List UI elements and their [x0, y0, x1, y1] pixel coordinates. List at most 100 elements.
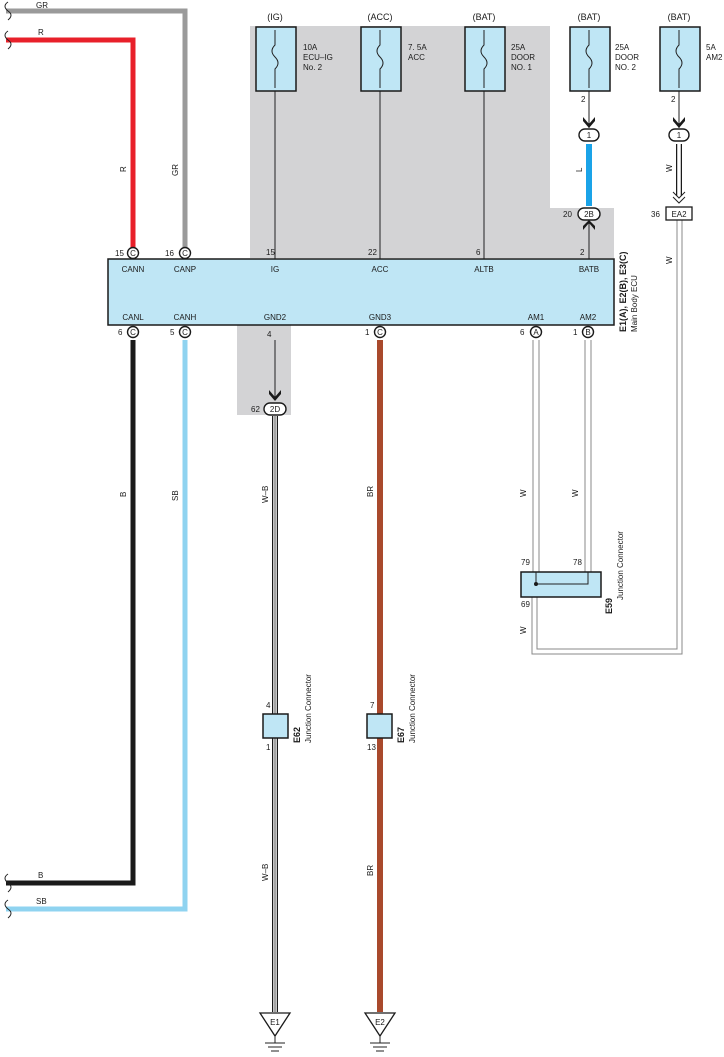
svg-text:6: 6 [520, 328, 525, 337]
svg-text:4: 4 [267, 330, 272, 339]
svg-text:DOOR: DOOR [511, 53, 535, 62]
svg-text:20: 20 [563, 210, 572, 219]
svg-text:DOOR: DOOR [615, 53, 639, 62]
svg-text:E2: E2 [375, 1018, 385, 1027]
svg-text:(ACC): (ACC) [368, 12, 393, 22]
ecu-terminal-batb: 2 BATB [579, 248, 599, 274]
svg-text:IG: IG [271, 265, 279, 274]
ecu-terminal-gnd2: GND2 4 [264, 313, 287, 339]
ecu-terminal-am2: AM2 1 B [573, 313, 597, 339]
ecu-terminal-cann: 15 C CANN [115, 246, 145, 274]
svg-text:GR: GR [36, 1, 48, 10]
svg-text:E1(A), E2(B), E3(C): E1(A), E2(B), E3(C) [618, 251, 628, 332]
svg-text:GR: GR [171, 164, 180, 176]
ecu-terminal-altb: 6 ALTB [474, 248, 493, 274]
svg-text:SB: SB [36, 897, 47, 906]
connector-2d: 62 2D [251, 390, 287, 416]
svg-text:W: W [571, 489, 580, 497]
svg-text:W: W [519, 626, 528, 634]
svg-text:W: W [665, 256, 674, 264]
svg-text:BATB: BATB [579, 265, 599, 274]
svg-text:5A: 5A [706, 43, 716, 52]
connector-door2-1: 1 [578, 117, 600, 142]
fuse-ecu-ig2: (IG) 10A ECU–IG No. 2 [255, 12, 333, 92]
svg-text:Main Body ECU: Main Body ECU [630, 275, 639, 332]
svg-text:2: 2 [581, 95, 586, 104]
junction-connector-e67: 7 13 E67 Junction Connector [366, 674, 417, 752]
svg-text:CANP: CANP [174, 265, 196, 274]
svg-text:CANL: CANL [122, 313, 144, 322]
svg-text:EA2: EA2 [671, 210, 687, 219]
svg-text:Junction Connector: Junction Connector [304, 674, 313, 743]
svg-text:(BAT): (BAT) [668, 12, 691, 22]
ground-e2: E2 [363, 1012, 397, 1052]
svg-text:C: C [377, 328, 383, 337]
wire-r [6, 37, 136, 248]
junction-connector-e59: 79 78 69 E59 Junction Connector [520, 531, 625, 614]
wire-labels: GR R R GR B SB B SB L W W W–B BR W W W W… [36, 1, 674, 906]
ecu-terminal-am1: AM1 6 A [520, 313, 545, 339]
svg-text:6: 6 [476, 248, 481, 257]
fuse-door1: (BAT) 25A DOOR NO. 1 [464, 12, 535, 92]
svg-text:1: 1 [266, 743, 271, 752]
svg-text:ACC: ACC [372, 265, 389, 274]
svg-text:GND3: GND3 [369, 313, 392, 322]
main-body-ecu: E1(A), E2(B), E3(C) Main Body ECU 15 C C… [107, 246, 639, 339]
junction-connector-e62: 4 1 E62 Junction Connector [262, 674, 313, 752]
svg-text:2: 2 [671, 95, 676, 104]
svg-text:2D: 2D [270, 405, 280, 414]
svg-text:1: 1 [587, 131, 592, 140]
wire-sb [6, 340, 188, 912]
svg-text:R: R [38, 28, 44, 37]
ecu-terminal-canl: CANL 6 C [118, 313, 144, 339]
svg-text:BR: BR [366, 865, 375, 876]
svg-text:ALTB: ALTB [474, 265, 493, 274]
svg-text:E1: E1 [270, 1018, 280, 1027]
svg-text:79: 79 [521, 558, 530, 567]
svg-text:E59: E59 [604, 598, 614, 614]
svg-text:1: 1 [677, 131, 682, 140]
svg-text:B: B [585, 328, 590, 337]
svg-text:No. 2: No. 2 [303, 63, 323, 72]
connector-2b: 20 2B [563, 207, 601, 230]
svg-text:SB: SB [171, 490, 180, 501]
svg-text:25A: 25A [615, 43, 630, 52]
svg-text:(BAT): (BAT) [578, 12, 601, 22]
ecu-terminal-acc: 22 ACC [368, 248, 389, 274]
svg-text:A: A [533, 328, 539, 337]
wire-break-marks [4, 1, 12, 919]
ecu-terminal-gnd3: GND3 1 C [365, 313, 392, 339]
svg-text:W–B: W–B [261, 864, 270, 881]
svg-text:25A: 25A [511, 43, 526, 52]
svg-text:4: 4 [266, 701, 271, 710]
svg-text:C: C [130, 328, 136, 337]
svg-text:(BAT): (BAT) [473, 12, 496, 22]
wire-w-loop [531, 220, 683, 655]
svg-text:B: B [119, 492, 128, 497]
svg-text:(IG): (IG) [267, 12, 283, 22]
svg-text:CANH: CANH [174, 313, 197, 322]
ground-e1: E1 [258, 1012, 292, 1052]
svg-text:15: 15 [266, 248, 275, 257]
svg-text:C: C [182, 249, 188, 258]
shaded-region-gnd [237, 325, 291, 415]
svg-text:NO. 1: NO. 1 [511, 63, 532, 72]
svg-text:E67: E67 [396, 727, 406, 743]
svg-text:CANN: CANN [122, 265, 145, 274]
svg-text:R: R [119, 166, 128, 172]
svg-text:AM2: AM2 [706, 53, 723, 62]
svg-text:E62: E62 [292, 727, 302, 743]
svg-text:36: 36 [651, 210, 660, 219]
svg-text:C: C [182, 328, 188, 337]
svg-text:C: C [130, 249, 136, 258]
svg-text:78: 78 [573, 558, 582, 567]
svg-text:NO. 2: NO. 2 [615, 63, 636, 72]
svg-text:Junction Connector: Junction Connector [616, 531, 625, 600]
connector-am2-1: 1 [668, 117, 690, 142]
svg-text:Junction Connector: Junction Connector [408, 674, 417, 743]
svg-text:AM2: AM2 [580, 313, 597, 322]
ecu-terminal-canp: 16 C CANP [165, 246, 196, 274]
svg-text:1: 1 [365, 328, 370, 337]
fuse-acc: (ACC) 7. 5A ACC [360, 12, 427, 92]
svg-text:BR: BR [366, 486, 375, 497]
